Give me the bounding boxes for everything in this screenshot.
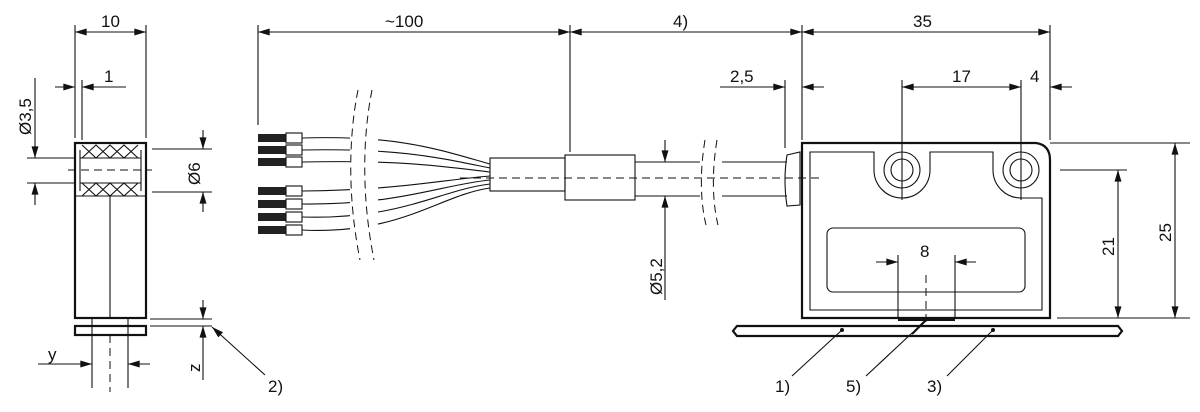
dim-housing-height: 25 — [1156, 223, 1175, 242]
dim-cable-length: ~100 — [385, 12, 423, 31]
dim-outer-diameter: Ø6 — [185, 162, 204, 185]
housing-inner-outline — [809, 151, 1043, 311]
callout-4: 4) — [673, 12, 688, 31]
dim-offset-z: z — [185, 364, 204, 373]
housing-outline — [800, 141, 1052, 320]
cable-sleeve — [564, 154, 636, 201]
dim-hole-spacing: 17 — [952, 67, 971, 86]
callout-5: 5) — [846, 377, 861, 396]
side-view: 10 1 Ø3,5 Ø6 z y 2) — [16, 12, 283, 396]
cable-nub — [784, 151, 801, 207]
cable-sheath — [489, 157, 566, 192]
wires — [301, 137, 491, 231]
dim-width: 10 — [101, 12, 120, 31]
break-mark-cable — [700, 139, 719, 226]
dim-nub: 2,5 — [730, 67, 754, 86]
callout-1: 1) — [775, 377, 790, 396]
front-view: Ø5,2 8 1) 5) 3) ~100 4) — [257, 12, 1190, 396]
knurl-hatch-top — [81, 144, 139, 159]
dim-housing-length: 35 — [913, 12, 932, 31]
dim-wall: 1 — [104, 67, 113, 86]
dim-bore-diameter: Ø3,5 — [16, 98, 35, 135]
dim-offset-y: y — [48, 345, 57, 364]
dim-cable-diameter: Ø5,2 — [647, 258, 666, 295]
callout-2: 2) — [268, 377, 283, 396]
target-magnet — [73, 324, 148, 337]
dim-sensor-width: 8 — [920, 242, 929, 261]
callout-3: 3) — [927, 377, 942, 396]
dim-hole-edge: 4 — [1030, 67, 1039, 86]
dim-hole-height: 21 — [1099, 237, 1118, 256]
knurl-hatch-bottom — [81, 182, 139, 197]
wire-ferrules — [258, 132, 303, 236]
mounting-rail — [731, 324, 1124, 338]
break-mark-wires — [350, 89, 375, 261]
